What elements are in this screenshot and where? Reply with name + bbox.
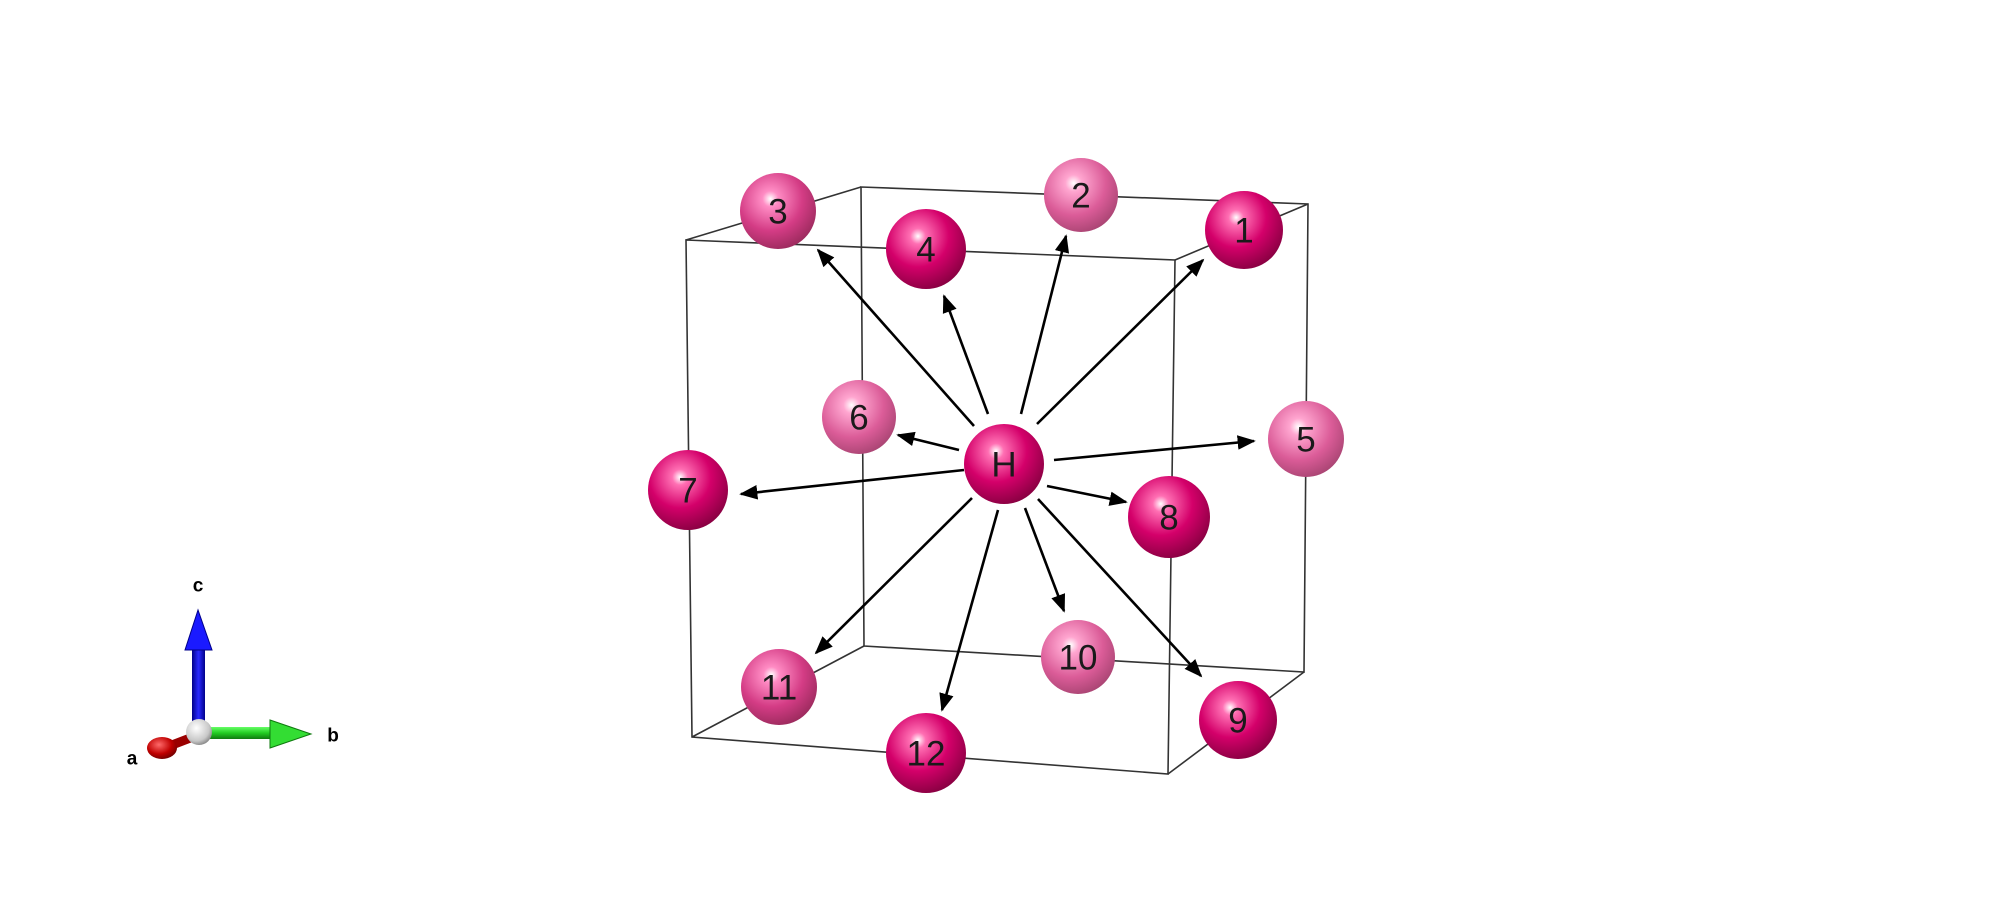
atom-6-sphere (822, 380, 896, 454)
arrow-to-atom-4 (942, 294, 990, 415)
atom-4-label: 4 (916, 231, 935, 270)
atom-2: 2 (1044, 158, 1118, 232)
atom-10: 10 (1041, 620, 1115, 694)
atom-11-sphere (741, 649, 817, 725)
atom-3-label: 3 (768, 193, 787, 232)
atom-9: 9 (1199, 681, 1277, 759)
arrow-to-atom-1 (1036, 258, 1205, 425)
neighbor-arrows (739, 234, 1256, 712)
b-axis-arrowhead (269, 719, 313, 749)
arrow-to-atom-9 (1037, 498, 1203, 678)
a-axis-arrowhead (147, 737, 177, 759)
b-axis-shaft (205, 727, 273, 739)
atom-8-sphere (1128, 476, 1210, 558)
atom-5: 5 (1268, 401, 1344, 477)
arrow-to-atom-10 (1023, 507, 1066, 613)
atom-11-label: 11 (761, 669, 797, 708)
atom-5-sphere (1268, 401, 1344, 477)
atom-2-sphere (1044, 158, 1118, 232)
arrow-to-atom-5 (1053, 435, 1256, 462)
atom-4-sphere (886, 209, 966, 289)
atom-10-sphere (1041, 620, 1115, 694)
axis-origin (186, 719, 212, 745)
atom-10-label: 10 (1059, 639, 1098, 678)
center-atom-h: H (964, 424, 1044, 504)
atom-7-label: 7 (678, 472, 697, 511)
atom-3: 3 (740, 173, 816, 249)
atom-3-sphere (740, 173, 816, 249)
arrow-to-atom-6 (896, 431, 960, 452)
atom-11: 11 (741, 649, 817, 725)
atom-12-sphere (886, 713, 966, 793)
atom-12: 12 (886, 713, 966, 793)
atom-9-sphere (1199, 681, 1277, 759)
atom-7: 7 (648, 450, 728, 530)
atom-5-label: 5 (1296, 421, 1315, 460)
arrow-to-atom-12 (939, 509, 1000, 712)
atom-7-sphere (648, 450, 728, 530)
atom-1: 1 (1205, 191, 1283, 269)
c-axis-arrowhead (184, 608, 213, 651)
atom-1-label: 1 (1234, 212, 1253, 251)
arrow-to-atom-11 (814, 497, 973, 655)
center-atom-h-sphere (964, 424, 1044, 504)
atom-8: 8 (1128, 476, 1210, 558)
arrow-to-atom-7 (739, 468, 965, 500)
atom-8-label: 8 (1159, 499, 1178, 538)
atom-12-label: 12 (907, 735, 946, 774)
axis-triad: c b a (127, 576, 339, 770)
arrow-to-atom-2 (1019, 234, 1070, 415)
c-axis-shaft (192, 648, 205, 728)
center-atom-h-label: H (991, 446, 1016, 485)
atom-4: 4 (886, 209, 966, 289)
atom-2-label: 2 (1071, 177, 1090, 216)
arrow-to-atom-3 (816, 248, 975, 427)
c-axis-label: c (193, 576, 204, 597)
a-axis-label: a (127, 749, 138, 770)
arrow-to-atom-8 (1046, 484, 1128, 506)
atom-6-label: 6 (849, 399, 868, 438)
b-axis-label: b (327, 726, 339, 747)
atom-9-label: 9 (1228, 702, 1247, 741)
atom-1-sphere (1205, 191, 1283, 269)
atom-6: 6 (822, 380, 896, 454)
